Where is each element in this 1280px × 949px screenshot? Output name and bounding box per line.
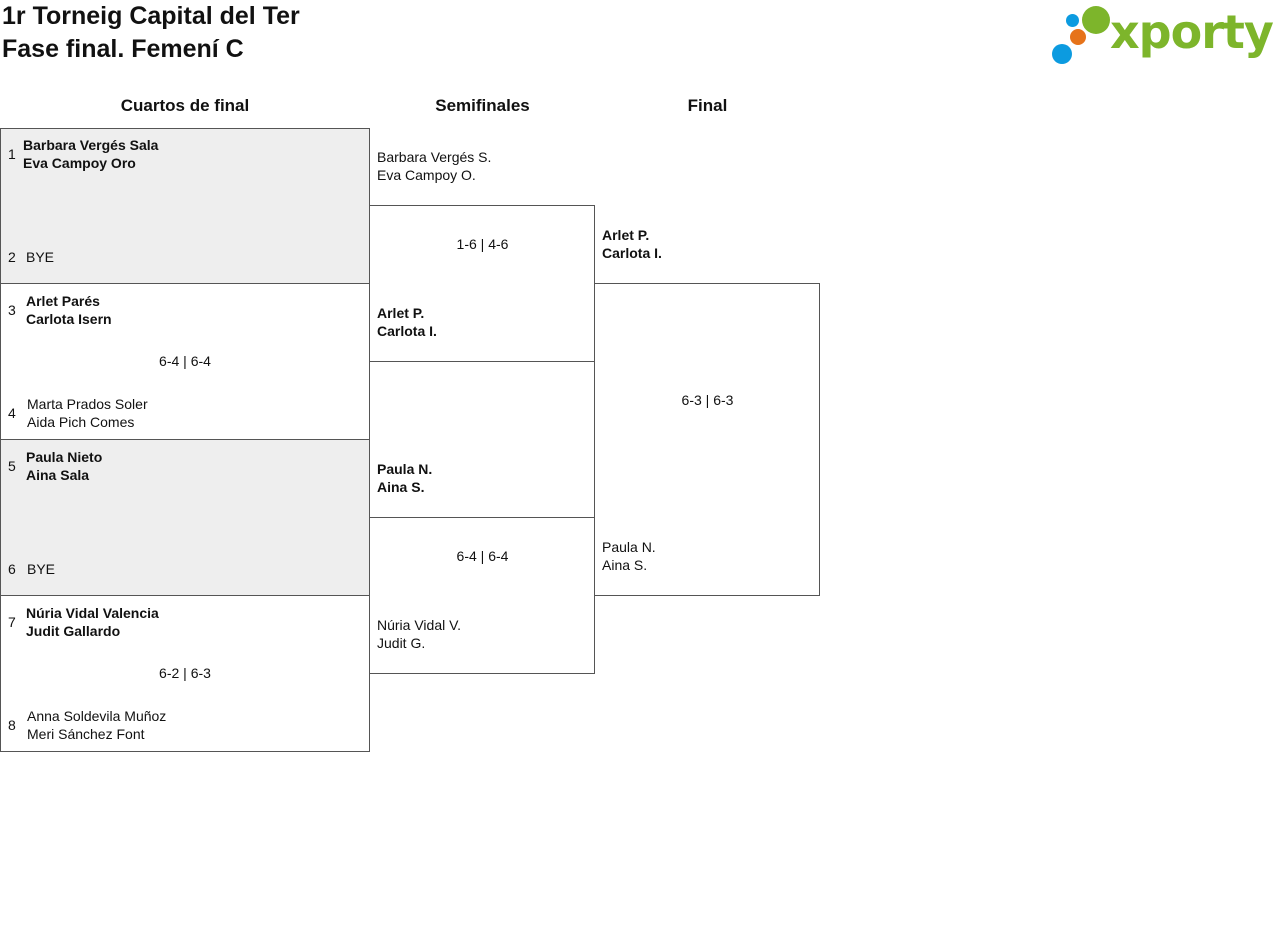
xporty-logo[interactable]: xporty (1052, 4, 1274, 66)
logo-dot-blue-small (1066, 14, 1079, 27)
seed-number: 7 (8, 614, 16, 630)
team-player-1: Barbara Vergés Sala (23, 137, 159, 153)
seed-number: 1 (8, 146, 16, 162)
team-player-1: Núria Vidal V. (377, 617, 462, 633)
seed-number: 3 (8, 302, 16, 318)
quarterfinal-match-1 (0, 128, 370, 284)
match-score: 6-4 | 6-4 (456, 548, 509, 564)
team-player-1: Núria Vidal Valencia (26, 605, 159, 621)
team-player-1: Paula N. (377, 461, 433, 477)
team-player-2: Meri Sánchez Font (27, 726, 145, 742)
seed-number: 4 (8, 405, 16, 421)
team-player-2: Carlota Isern (26, 311, 112, 327)
match-score: 1-6 | 4-6 (456, 236, 509, 252)
team-player-2: Judit G. (377, 635, 426, 651)
bye-label: BYE (26, 249, 55, 265)
team-player-2: Carlota I. (377, 323, 437, 339)
team-player-2: Aina S. (602, 557, 648, 573)
team-player-2: Carlota I. (602, 245, 662, 261)
logo-dot-blue-large (1052, 44, 1072, 64)
tournament-title: 1r Torneig Capital del Ter (2, 2, 300, 30)
seed-number: 2 (8, 249, 16, 265)
team-player-2: Judit Gallardo (26, 623, 121, 639)
seed-number: 6 (8, 561, 16, 577)
team-player-1: Anna Soldevila Muñoz (27, 708, 167, 724)
match-score: 6-4 | 6-4 (159, 353, 211, 369)
match-score: 6-3 | 6-3 (681, 392, 734, 408)
team-player-1: Arlet Parés (26, 293, 100, 309)
logo-text: xporty (1110, 5, 1274, 59)
team-player-1: Barbara Vergés S. (377, 149, 492, 165)
round-header-quarters: Cuartos de final (120, 96, 250, 115)
final-match (594, 283, 820, 596)
team-player-1: Marta Prados Soler (27, 396, 148, 412)
bye-label: BYE (27, 561, 56, 577)
team-player-2: Aina Sala (26, 467, 90, 483)
team-player-2: Aida Pich Comes (27, 414, 135, 430)
quarterfinal-match-3 (0, 439, 370, 596)
team-player-2: Eva Campoy Oro (23, 155, 136, 171)
seed-number: 5 (8, 458, 16, 474)
phase-title: Fase final. Femení C (2, 35, 244, 63)
logo-dot-orange (1070, 29, 1086, 45)
seed-number: 8 (8, 717, 16, 733)
team-player-1: Paula Nieto (26, 449, 103, 465)
team-player-2: Eva Campoy O. (377, 167, 476, 183)
team-player-1: Paula N. (602, 539, 656, 555)
team-player-1: Arlet P. (602, 227, 650, 243)
match-score: 6-2 | 6-3 (159, 665, 211, 681)
round-header-final: Final (687, 96, 728, 115)
logo-dot-green (1082, 6, 1110, 34)
team-player-2: Aina S. (377, 479, 425, 495)
round-header-semis: Semifinales (435, 96, 530, 115)
team-player-1: Arlet P. (377, 305, 425, 321)
